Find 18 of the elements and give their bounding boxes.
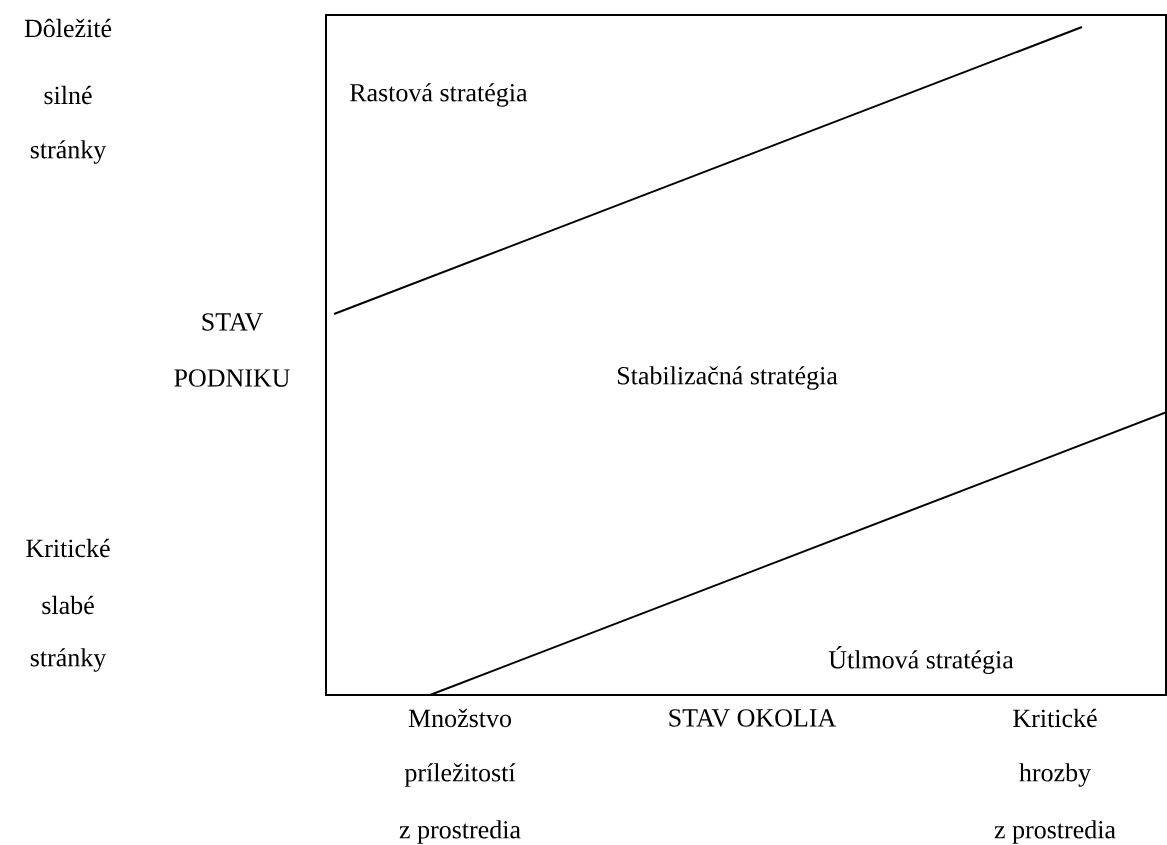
axis-label: Dôležité — [24, 18, 112, 38]
axis-label: príležitostí — [404, 763, 516, 787]
axis-label: slabé — [42, 595, 94, 615]
axis-label: PODNIKU — [174, 369, 290, 387]
region-label: Stabilizačná stratégia — [617, 366, 838, 390]
axis-label: Kritické — [1013, 708, 1097, 728]
region-label: Rastová stratégia — [349, 83, 528, 107]
axis-label: Kritické — [26, 538, 110, 558]
axis-label: STAV — [202, 313, 263, 331]
axis-label: stránky — [30, 648, 107, 672]
axis-label: z prostredia — [994, 820, 1116, 844]
region-label: Útlmová stratégia — [828, 646, 1014, 674]
axis-label: z prostredia — [399, 820, 521, 844]
axis-label: STAV OKOLIA — [669, 709, 837, 727]
axis-label: Množstvo — [408, 708, 511, 728]
axis-label: silné — [44, 85, 92, 105]
axis-label: hrozby — [1019, 763, 1091, 787]
axis-label: stránky — [30, 140, 107, 164]
